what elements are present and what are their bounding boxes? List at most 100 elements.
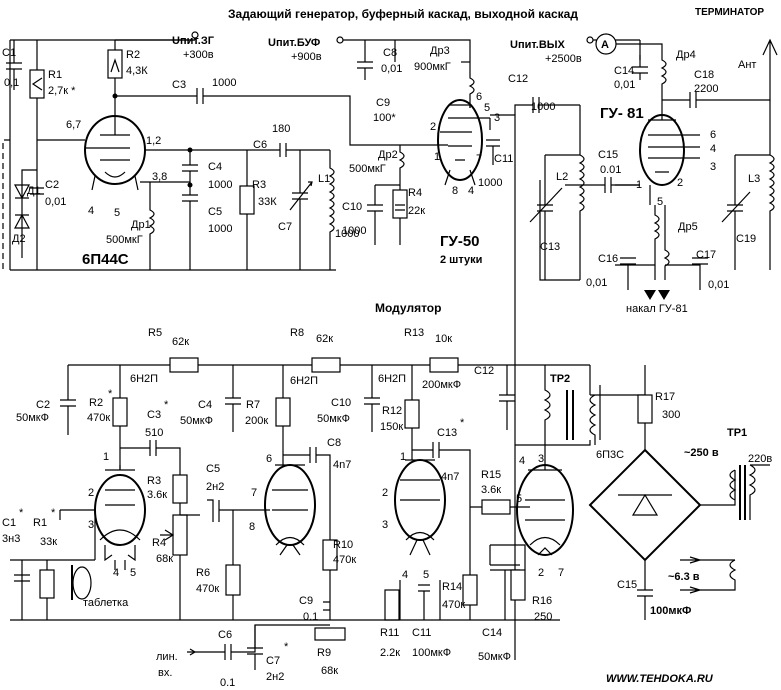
label-dr4: Др4 — [676, 49, 696, 61]
label-mod-c10-val: 50мкФ — [317, 413, 350, 425]
label-pins-38: 3,8 — [152, 171, 167, 183]
label-mod-c5: C5 — [206, 463, 220, 475]
label-v1-pin3: 3 — [88, 519, 94, 531]
label-v2-pin7: 7 — [251, 487, 257, 499]
label-c3-top: C3 — [172, 79, 186, 91]
label-mod-c8-val: 4n7 — [333, 459, 351, 471]
label-mod-c10: C10 — [331, 397, 351, 409]
label-gu81-pin3: 3 — [710, 161, 716, 173]
label-pins-67: 6,7 — [66, 119, 81, 131]
label-mod-c2-val: 50мкФ — [16, 412, 49, 424]
label-line-in-2: вх. — [158, 667, 172, 679]
label-r13-val: 10к — [435, 333, 452, 345]
label-c9-top: C9 — [376, 97, 390, 109]
label-mod-c5-val: 2н2 — [206, 481, 224, 493]
label-dr5: Др5 — [678, 221, 698, 233]
label-mod-c13-val: 4n7 — [441, 471, 459, 483]
label-v3-pin4: 4 — [402, 569, 408, 581]
label-r1-top: R1 — [48, 69, 62, 81]
label-c9-top-val: 100* — [373, 112, 396, 124]
label-c14-top: C14 — [614, 65, 634, 77]
label-l1-val: 1000 — [335, 228, 359, 240]
label-mod-r1-star: * — [51, 507, 56, 519]
label-c2-top-val: 0,01 — [45, 196, 66, 208]
website-label: WWW.TEHDOKA.RU — [606, 673, 714, 685]
label-mod-c3-val: 510 — [145, 427, 163, 439]
label-mod-c12: C12 — [474, 365, 494, 377]
label-r8-val: 62к — [316, 333, 333, 345]
label-mod-c7-star: * — [284, 641, 289, 653]
modulator-title: Модулятор — [375, 301, 441, 315]
label-supply-out-val: +2500в — [545, 53, 582, 65]
label-l1: L1 — [318, 173, 330, 185]
label-c6-top-val: 180 — [272, 123, 290, 135]
tube-gu50 — [437, 99, 483, 181]
r8-resistor — [311, 357, 341, 373]
label-c10-top-val: 1000 — [342, 225, 366, 237]
label-mod-r7-val: 200к — [245, 415, 268, 427]
label-v250: ~250 в — [684, 447, 719, 459]
label-mod-r1-val: 33к — [40, 536, 57, 548]
label-v4-pin3: 3 — [538, 453, 544, 465]
label-tube-6p3s: 6П3С — [596, 449, 624, 461]
label-mod-r17: R17 — [655, 391, 675, 403]
label-r5: R5 — [148, 327, 162, 339]
label-mod-c14-val: 50мкФ — [478, 651, 511, 663]
label-mod-c7-val: 2н2 — [266, 671, 284, 683]
label-mod-c1-val: 3н3 — [2, 533, 20, 545]
r5-resistor — [169, 357, 199, 373]
label-v3-pin2: 2 — [382, 487, 388, 499]
label-gu81-pin1: 1 — [636, 179, 642, 191]
label-r2-top: R2 — [126, 49, 140, 61]
label-v4-pin7: 7 — [558, 567, 564, 579]
label-supply-buf: Uпит.БУФ — [268, 37, 320, 49]
label-heater-gu81: накал ГУ-81 — [626, 303, 688, 315]
label-v1-pin1: 1 — [103, 451, 109, 463]
label-v4-pin4: 4 — [519, 455, 525, 467]
label-c4-top: C4 — [208, 161, 222, 173]
label-c11-top: C11 — [494, 153, 513, 165]
label-mod-r2: R2 — [89, 397, 103, 409]
label-v220: 220в — [748, 453, 772, 465]
label-gu50-pin8: 8 — [452, 185, 458, 197]
label-mod-r1: R1 — [33, 517, 47, 529]
label-mod-r15: R15 — [481, 469, 501, 481]
label-mod-r9: R9 — [317, 647, 331, 659]
label-mod-c3-star: * — [164, 399, 169, 411]
label-supply-out: Uпит.ВЫХ — [510, 39, 566, 51]
label-r5-val: 62к — [172, 336, 189, 348]
label-mod-c7: C7 — [266, 655, 280, 667]
label-mod-c8: C8 — [327, 437, 341, 449]
title: Задающий генератор, буферный каскад, вых… — [228, 7, 578, 21]
label-c10-top: C10 — [342, 201, 362, 213]
label-tr1: TP1 — [727, 427, 747, 439]
label-mod-c15: C15 — [617, 579, 637, 591]
label-c6-top: C6 — [253, 139, 267, 151]
label-c19: C19 — [736, 233, 756, 245]
label-gu81-pin5: 5 — [657, 196, 663, 208]
label-r8: R8 — [290, 327, 304, 339]
label-dr3: Др3 — [430, 45, 450, 57]
label-c5-top-val: 1000 — [208, 223, 232, 235]
label-mod-r3: R3 — [147, 475, 161, 487]
label-pin4: 4 — [88, 205, 94, 217]
label-mod-6n2p-2: 6Н2П — [290, 375, 318, 387]
label-mod-r2-val: 470к — [87, 412, 110, 424]
label-mod-6n2p-1: 6Н2П — [130, 373, 158, 385]
label-line-in-1: лин. — [156, 651, 178, 663]
label-pins-12: 1,2 — [146, 135, 161, 147]
label-ant: Ант — [738, 59, 756, 71]
label-c1-top: C1 — [2, 47, 16, 59]
label-mod-r17-val: 300 — [662, 409, 680, 421]
label-mic: таблетка — [83, 597, 129, 609]
label-c17: C17 — [696, 249, 716, 261]
label-mod-c3: C3 — [147, 409, 161, 421]
label-mod-r16-val: 250 — [534, 611, 552, 623]
label-mod-6n2p-3: 6Н2П — [378, 373, 406, 385]
label-c8-top: C8 — [383, 47, 397, 59]
label-c8-top-val: 0,01 — [381, 63, 402, 75]
label-v1-pin4: 4 — [113, 567, 119, 579]
label-gu50-pin3: 3 — [494, 112, 500, 124]
label-gu50-pin4: 4 — [468, 185, 474, 197]
